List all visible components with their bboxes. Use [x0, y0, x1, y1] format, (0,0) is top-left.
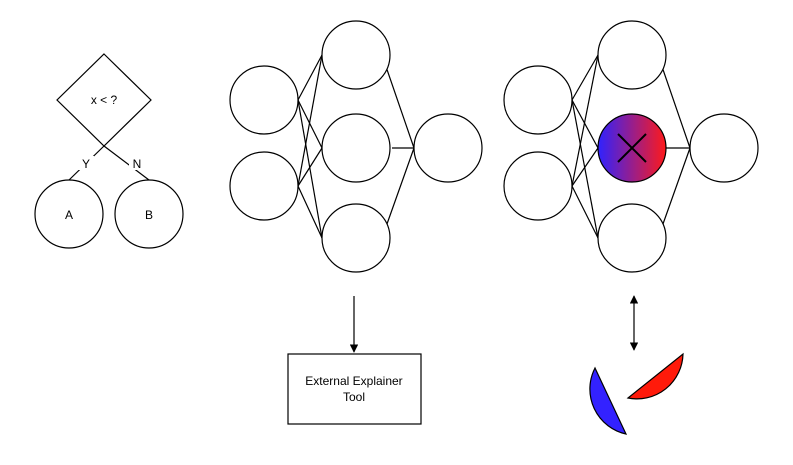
leaf-node-b	[114, 179, 184, 249]
nn1-input-node-2	[229, 151, 299, 221]
nn1-hidden-node-2	[321, 113, 391, 183]
nn2-hidden-node-3	[597, 203, 667, 273]
nn2-output-node	[689, 113, 759, 183]
pie-fragment-left	[589, 366, 628, 435]
neural-network-blackbox	[229, 20, 483, 273]
external-explainer-box: External Explainer Tool	[287, 353, 422, 425]
tree-edge-no	[103, 145, 150, 181]
explainer-label-line2: Tool	[343, 390, 365, 404]
nn1-input-node-1	[229, 65, 299, 135]
nn2-input-node-2	[503, 151, 573, 221]
cross-icon	[617, 133, 647, 163]
decision-tree	[34, 53, 184, 249]
nn1-hidden-node-3	[321, 203, 391, 273]
decision-condition-label: x < ?	[91, 93, 118, 107]
nn1-hidden-node-1	[321, 20, 391, 90]
nn1-edges	[297, 54, 415, 239]
leaf-label-a: A	[65, 208, 73, 222]
explainer-label-line1: External Explainer	[305, 374, 402, 388]
nn2-edges	[571, 54, 691, 239]
pie-fragment-right	[626, 352, 684, 400]
decision-tree-labels: x < ? Y N A B	[65, 93, 153, 222]
edge-label-yes: Y	[82, 157, 90, 171]
nn1-output-node	[413, 113, 483, 183]
broken-pie-icon	[589, 352, 684, 435]
nn2-input-node-1	[503, 65, 573, 135]
leaf-label-b: B	[145, 208, 153, 222]
leaf-node-a	[34, 179, 104, 249]
nn2-hidden-node-1	[597, 20, 667, 90]
edge-label-no: N	[133, 157, 142, 171]
